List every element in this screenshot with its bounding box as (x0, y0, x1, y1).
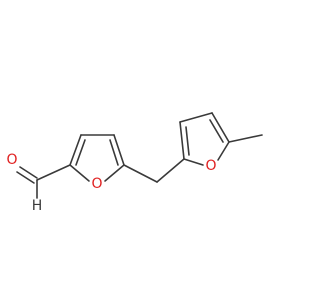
bond-furan2-o-c2 (183, 158, 204, 166)
bond-furan1-c5-o (104, 164, 125, 182)
bond-furan1-c4-c5-inner (109, 139, 119, 166)
furan2-oxygen-label: O (205, 158, 216, 174)
bond-methyl (228, 134, 263, 143)
bond-aldehyde-furan1 (36, 164, 71, 181)
atom-label-group: O H O O (6, 152, 216, 214)
aldehyde-hydrogen-label: H (32, 198, 43, 214)
bond-furan2-c2-c3 (179, 121, 185, 160)
bond-furan1-o-c2 (69, 164, 90, 182)
bond-furan2-c5-o (217, 141, 230, 161)
bond-aldehyde-co-1 (19, 166, 38, 179)
bond-group (16, 112, 263, 199)
bond-furan2-c4-c5 (211, 112, 230, 143)
bond-furan2-c3-c4 (179, 112, 213, 123)
bond-bridge-2 (156, 158, 185, 183)
bond-furan2-c4-c5-inner (209, 119, 224, 143)
bond-furan1-c2-c3-inner (75, 139, 86, 166)
bond-furan2-c2-c3-inner (185, 126, 190, 156)
bond-furan1-c4-c5 (113, 134, 125, 166)
diagram-background (0, 0, 300, 300)
molecule-structure-diagram: O H O O (0, 0, 300, 300)
bond-furan1-c2-c3 (69, 134, 82, 166)
aldehyde-oxygen-label: O (6, 152, 17, 168)
bond-aldehyde-co-2 (16, 171, 35, 184)
furan1-oxygen-label: O (91, 176, 102, 192)
bond-bridge-1 (123, 164, 158, 183)
